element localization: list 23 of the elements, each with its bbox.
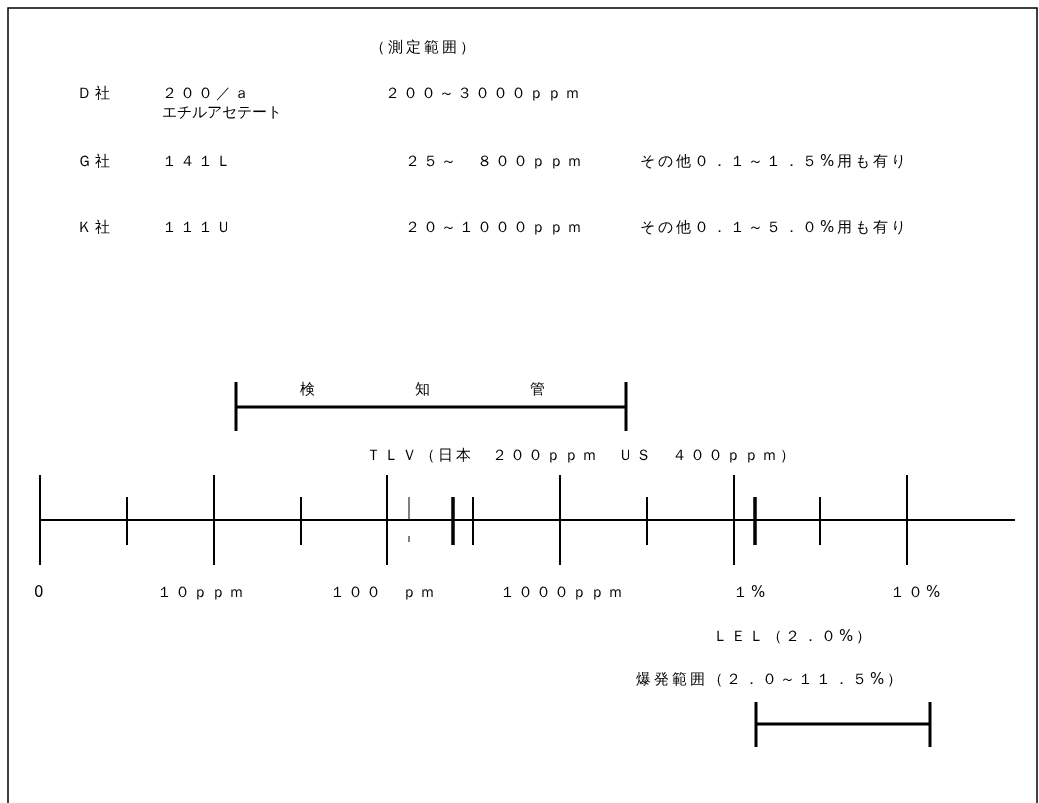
model-number: ２００／ａ bbox=[162, 84, 252, 102]
range-value: ２５～ ８００ｐｐｍ bbox=[405, 152, 585, 170]
maker-label: Ｋ社 bbox=[77, 218, 113, 236]
scale-label: 0 bbox=[34, 583, 47, 601]
range-value: ２０～１０００ｐｐｍ bbox=[405, 218, 585, 236]
lel-label: ＬＥＬ（２．０%） bbox=[713, 627, 875, 645]
scale-label: １００ ｐｍ bbox=[330, 583, 438, 601]
scale-label: １０% bbox=[890, 583, 944, 601]
note: その他０．１～１．５%用も有り bbox=[640, 152, 910, 170]
bracket-label: 検知管 bbox=[300, 380, 645, 398]
model-number: １４１Ｌ bbox=[162, 152, 234, 170]
note: その他０．１～５．０%用も有り bbox=[640, 218, 910, 236]
substance-name: エチルアセテート bbox=[162, 103, 282, 121]
maker-label: Ｇ社 bbox=[77, 152, 113, 170]
scale-label: １０ｐｐｍ bbox=[157, 583, 247, 601]
maker-label: Ｄ社 bbox=[77, 84, 113, 102]
scale-label: １０００ｐｐｍ bbox=[500, 583, 626, 601]
explosion-range-label: 爆発範囲（２．０～１１．５%） bbox=[636, 670, 906, 688]
range-value: ２００～３０００ｐｐｍ bbox=[385, 84, 583, 102]
model-number: １１１Ｕ bbox=[162, 218, 234, 236]
tlv-label: ＴＬＶ（日本 ２００ｐｐｍ ＵＳ ４００ｐｐｍ） bbox=[366, 446, 798, 464]
range-heading: （測定範囲） bbox=[370, 38, 478, 56]
scale-label: １% bbox=[733, 583, 769, 601]
